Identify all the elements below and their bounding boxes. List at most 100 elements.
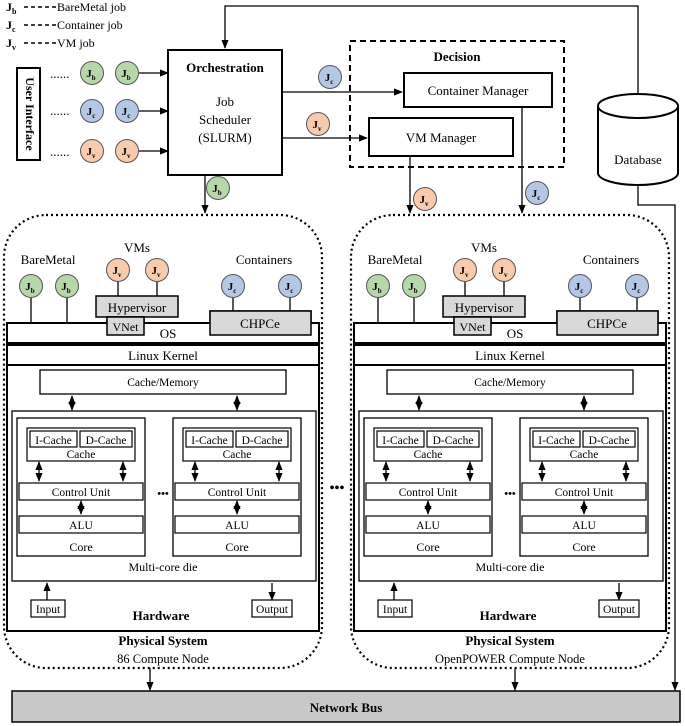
kernel-label: Linux Kernel (128, 348, 198, 363)
icache-label: I-Cache (191, 435, 227, 447)
node-name-label: OpenPOWER Compute Node (435, 652, 585, 666)
core-separator-dots: ••• (504, 488, 516, 500)
baremetal-heading: BareMetal (21, 252, 76, 267)
cache-memory-box (39, 369, 287, 395)
os-label: OS (160, 326, 177, 341)
alu-box (365, 515, 491, 534)
svg-text:Jc: Jc (228, 281, 237, 295)
control-unit-box (18, 482, 144, 501)
chpce-box (556, 310, 659, 336)
node-outline (2, 213, 324, 670)
svg-text:Jc: Jc (632, 281, 641, 295)
svg-text:Database: Database (614, 152, 662, 167)
job-v-badge: Jv (106, 258, 130, 282)
svg-text:Network Bus: Network Bus (310, 700, 383, 715)
svg-text:Jc: Jc (532, 188, 541, 202)
input-box (30, 599, 66, 618)
icache-box (185, 430, 234, 448)
icache-label: I-Cache (538, 435, 574, 447)
dcache-box (582, 430, 636, 448)
input-box (377, 599, 413, 618)
routed-job-c-badge: Jc (318, 65, 342, 89)
svg-text:Jb: Jb (212, 183, 222, 197)
svg-text:Jv: Jv (460, 265, 470, 279)
chpce-label: CHPCe (240, 316, 280, 331)
core-label: Core (225, 540, 248, 554)
job-queues: ...... ...... ...... (50, 66, 169, 159)
chpce-box (209, 310, 312, 336)
output-label: Output (256, 604, 289, 616)
multicore-label: Multi-core die (476, 560, 545, 574)
legend-container: Jc Container job (6, 18, 123, 34)
svg-text:Jb: Jb (86, 68, 96, 82)
svg-text:Jv: Jv (152, 265, 162, 279)
svg-text:Container Manager: Container Manager (428, 83, 529, 98)
vnet-label: VNet (460, 320, 487, 334)
job-c-badge: Jc (278, 274, 302, 298)
job-c-badge: Jc (568, 274, 592, 298)
vnet-label: VNet (113, 320, 140, 334)
svg-text:Jv: Jv (499, 265, 509, 279)
routed-job-v-badge: Jv (306, 112, 330, 136)
dcache-label: D-Cache (589, 435, 630, 447)
control-unit-label: Control Unit (555, 487, 614, 499)
queue-job-c-badge: Jc (115, 99, 139, 123)
icache-label: I-Cache (35, 435, 71, 447)
queue-job-v-badge: Jv (115, 139, 139, 163)
svg-text:Jb: Jb (372, 281, 382, 295)
svg-text:Jv: Jv (313, 119, 323, 133)
svg-text:Jc: Jc (575, 281, 584, 295)
input-label: Input (383, 604, 408, 616)
legend-label: Container job (57, 18, 123, 32)
job-c-badge: Jc (625, 274, 649, 298)
control-unit-box (365, 482, 491, 501)
control-unit-label: Control Unit (52, 487, 111, 499)
legend-label: VM job (57, 36, 95, 50)
cache-label: Cache (223, 449, 252, 461)
dcache-label: D-Cache (86, 435, 127, 447)
queue-job-b-badge: Jb (115, 61, 139, 85)
cache-memory-box (386, 369, 634, 395)
routed-job-b-badge: Jb (206, 176, 230, 200)
svg-text:Jc: Jc (87, 106, 96, 120)
svg-text:Jb: Jb (25, 281, 35, 295)
svg-text:Jb: Jb (6, 0, 17, 16)
routed-job-v-badge: Jv (413, 187, 437, 211)
containers-heading: Containers (236, 252, 292, 267)
decision-title: Decision (434, 49, 482, 64)
queue-dots: ...... (50, 103, 70, 118)
vms-heading: VMs (471, 240, 497, 255)
hardware-label: Hardware (133, 608, 190, 623)
node-name-label: 86 Compute Node (117, 652, 209, 666)
alu-label: ALU (416, 520, 440, 532)
control-unit-box (521, 482, 647, 501)
alu-label: ALU (225, 520, 249, 532)
chpce-label: CHPCe (587, 316, 627, 331)
control-unit-label: Control Unit (208, 487, 267, 499)
hardware-label: Hardware (480, 608, 537, 623)
job-b-badge: Jb (55, 274, 79, 298)
baremetal-heading: BareMetal (368, 252, 423, 267)
cache-memory-label: Cache/Memory (474, 377, 546, 389)
legend: Jb BareMetal job Jc Container job Jv VM … (6, 0, 126, 52)
routed-job-c-badge: Jc (525, 181, 549, 205)
control-unit-label: Control Unit (399, 487, 458, 499)
svg-text:Jv: Jv (87, 146, 97, 160)
svg-text:Jb: Jb (408, 281, 418, 295)
icache-label: I-Cache (382, 435, 418, 447)
svg-text:Jc: Jc (285, 281, 294, 295)
icache-box (29, 430, 78, 448)
cache-memory-label: Cache/Memory (127, 377, 199, 389)
containers-heading: Containers (583, 252, 639, 267)
job-b-badge: Jb (366, 274, 390, 298)
control-unit-box (174, 482, 300, 501)
svg-text:Jv: Jv (6, 36, 16, 52)
alu-label: ALU (69, 520, 93, 532)
network-bus: Network Bus (11, 690, 681, 723)
database-cylinder: Database (597, 93, 679, 186)
dcache-box (426, 430, 480, 448)
